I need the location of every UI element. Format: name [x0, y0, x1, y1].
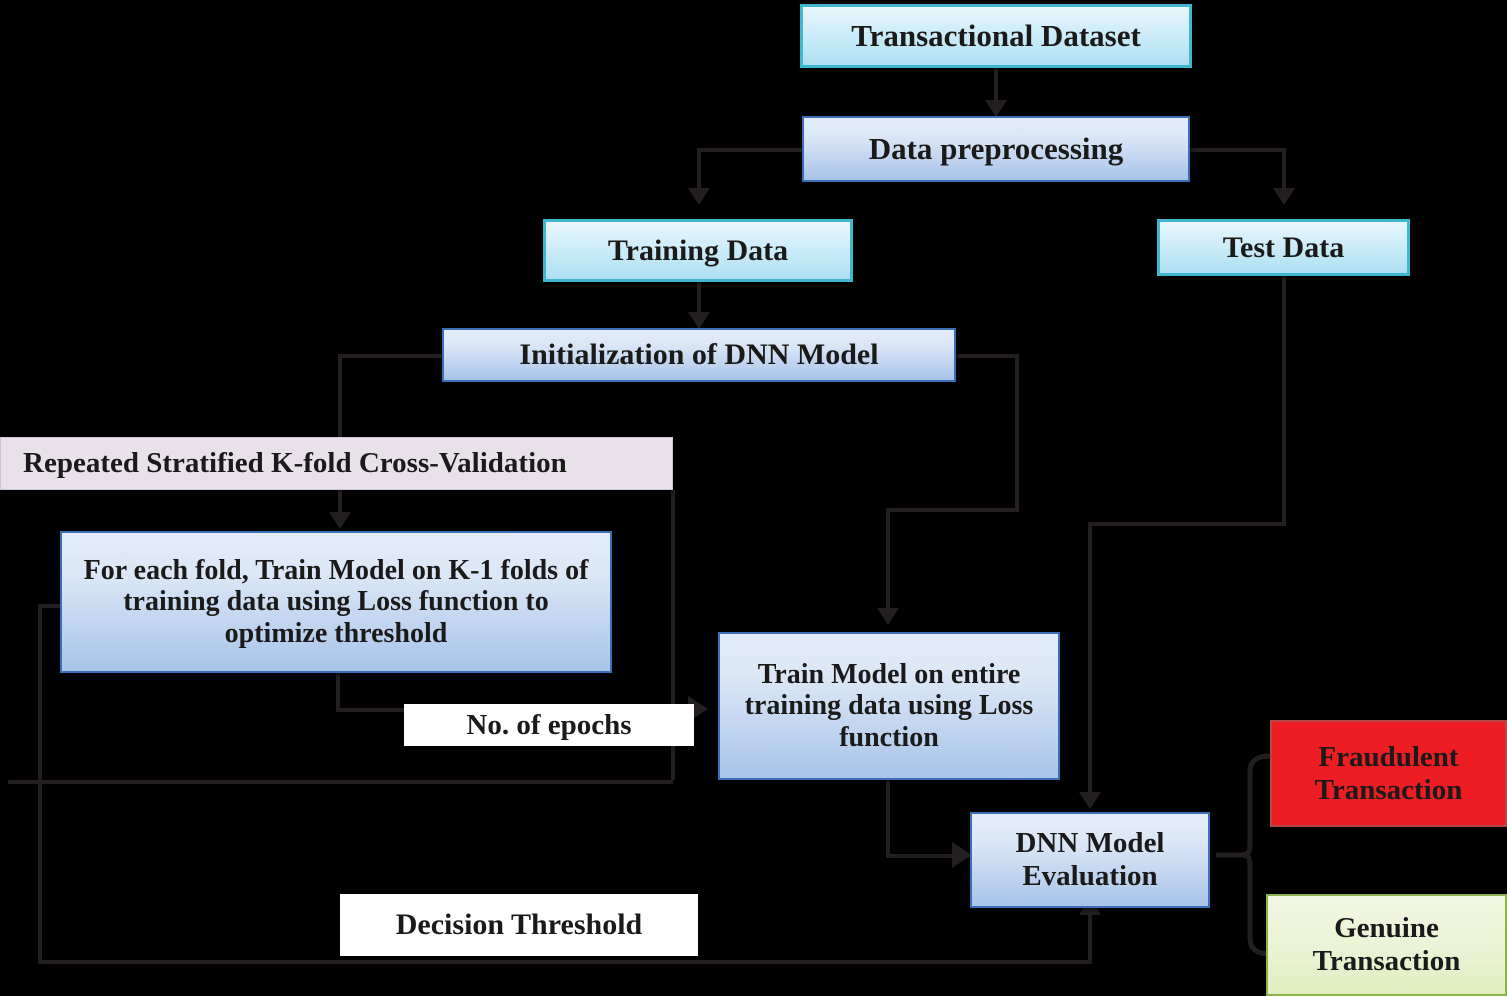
node-for-each-fold-label: For each fold, Train Model on K-1 folds … — [83, 554, 589, 649]
edge-testdata-v2 — [1088, 522, 1092, 800]
node-kfold-band[interactable]: Repeated Stratified K-fold Cross-Validat… — [0, 437, 673, 490]
label-no-of-epochs-text: No. of epochs — [466, 708, 632, 741]
edge-init-right-v2 — [886, 508, 890, 616]
arrowhead-training-to-init — [688, 312, 710, 329]
arrowhead-testdata-to-eval — [1079, 792, 1101, 809]
node-data-preprocessing[interactable]: Data preprocessing — [802, 116, 1190, 182]
node-kfold-band-label: Repeated Stratified K-fold Cross-Validat… — [23, 447, 567, 480]
edge-testdata-h — [1088, 522, 1286, 526]
edge-foreachfold-left-v — [38, 604, 42, 964]
node-transactional-dataset-label: Transactional Dataset — [851, 18, 1141, 54]
node-genuine-transaction-label: Genuine Transaction — [1312, 912, 1461, 977]
outcome-branch-brace — [1216, 753, 1286, 957]
node-dnn-model-evaluation-label: DNN Model Evaluation — [1015, 827, 1165, 892]
arrowhead-init-to-foreachfold — [329, 512, 351, 529]
label-decision-threshold: Decision Threshold — [340, 894, 698, 956]
label-decision-threshold-text: Decision Threshold — [395, 908, 643, 942]
node-genuine-transaction[interactable]: Genuine Transaction — [1266, 894, 1507, 996]
edge-kfold-right-v — [671, 490, 675, 780]
node-fraudulent-transaction[interactable]: Fraudulent Transaction — [1270, 720, 1507, 827]
arrowhead-preprocessing-to-training — [688, 188, 710, 205]
node-training-data[interactable]: Training Data — [543, 219, 853, 282]
node-test-data-label: Test Data — [1222, 230, 1345, 264]
node-for-each-fold[interactable]: For each fold, Train Model on K-1 folds … — [60, 531, 612, 673]
node-training-data-label: Training Data — [607, 233, 789, 267]
edge-foreachfold-bottom-v — [336, 672, 340, 712]
node-fraudulent-transaction-label: Fraudulent Transaction — [1314, 740, 1463, 806]
node-data-preprocessing-label: Data preprocessing — [868, 131, 1124, 167]
node-transactional-dataset[interactable]: Transactional Dataset — [800, 4, 1192, 68]
edge-init-right-v — [1015, 354, 1019, 512]
arrowhead-dataset-to-preprocessing — [985, 100, 1007, 117]
node-dnn-model-evaluation[interactable]: DNN Model Evaluation — [970, 812, 1210, 908]
node-initialization-dnn-model[interactable]: Initialization of DNN Model — [442, 328, 956, 382]
edge-init-right-h2 — [886, 508, 1019, 512]
node-train-entire-training-data-label: Train Model on entire training data usin… — [744, 658, 1034, 753]
node-test-data[interactable]: Test Data — [1157, 219, 1410, 276]
edge-preprocessing-right-v — [1282, 148, 1286, 198]
edge-decision-threshold-v — [1088, 905, 1092, 962]
edge-init-left-h — [338, 354, 444, 358]
edge-foreachfold-left-h — [38, 604, 66, 608]
node-train-entire-training-data[interactable]: Train Model on entire training data usin… — [718, 632, 1060, 780]
arrowhead-preprocessing-to-test — [1273, 188, 1295, 205]
edge-testdata-v — [1282, 276, 1286, 526]
arrowhead-init-to-trainentire — [877, 608, 899, 625]
edge-training-to-init — [697, 282, 701, 320]
edge-midloop-h — [8, 780, 673, 784]
edge-decision-threshold-h — [38, 960, 1092, 964]
edge-trainentire-down-v — [886, 780, 890, 858]
edge-dataset-to-preprocessing — [994, 68, 998, 108]
label-no-of-epochs: No. of epochs — [404, 704, 694, 746]
node-initialization-dnn-model-label: Initialization of DNN Model — [519, 338, 879, 372]
edge-preprocessing-left-v — [697, 148, 701, 198]
arrowhead-trainentire-to-eval — [952, 842, 972, 868]
edge-preprocessing-right-h — [1186, 148, 1286, 152]
edge-init-right-h — [956, 354, 1019, 358]
edge-preprocessing-left-h — [697, 148, 807, 152]
edge-trainentire-to-eval-h — [886, 854, 968, 858]
